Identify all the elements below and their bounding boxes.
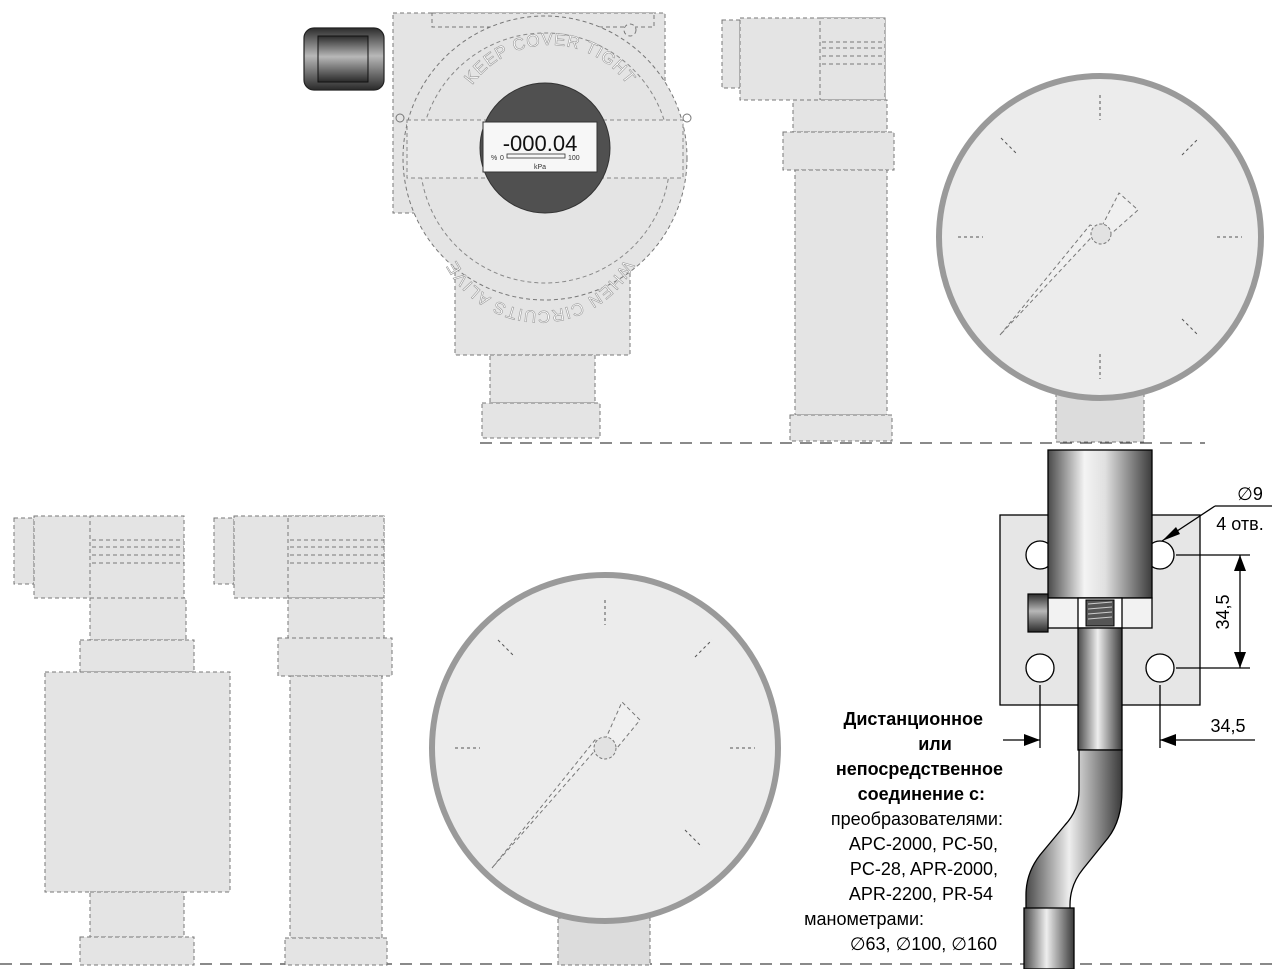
transmitter-bottom-2: [213, 515, 393, 966]
transmitter-bottom-1: [13, 515, 231, 966]
lcd-bar: [506, 153, 566, 159]
transmitter-side-view-top: [721, 17, 895, 442]
caption-bold-line: Дистанционное: [844, 709, 983, 729]
caption-line: манометрами:: [804, 909, 924, 929]
lcd-bar-min: 0: [500, 155, 504, 162]
caption-line: PC-28, APR-2000,: [850, 859, 998, 879]
pressure-gauge-top: [936, 73, 1264, 443]
mounting-hole-icon: [1145, 653, 1175, 683]
lcd-percent-sign: %: [491, 155, 497, 162]
hole-diameter-label: ∅9: [1237, 484, 1263, 504]
clamp-screw-icon: [1027, 593, 1049, 633]
vertical-spacing-label: 34,5: [1213, 594, 1233, 629]
caption-line: APR-2200, PR-54: [849, 884, 993, 904]
caption-line: ∅63, ∅100, ∅160: [850, 934, 997, 954]
explosion-proof-transmitter: -000.04 % 0 100 kPa KEEP COVER TIGHT WHE…: [303, 12, 692, 439]
lcd-unit: kPa: [534, 164, 546, 171]
caption-bold-line: непосредственное: [836, 759, 1003, 779]
adapter-body: [1047, 449, 1153, 599]
lcd-reading: -000.04: [503, 131, 578, 156]
caption-line: APC-2000, PC-50,: [849, 834, 998, 854]
hole-count-label: 4 отв.: [1216, 514, 1263, 534]
pressure-gauge-bottom: [429, 572, 781, 966]
mounting-hole-icon: [1025, 653, 1055, 683]
lcd-bar-max: 100: [568, 155, 580, 162]
dimension-annotations: ∅9 4 отв. 34,5 34,5: [1003, 484, 1272, 748]
caption-bold-line: соединение с:: [858, 784, 985, 804]
mounting-adapter: [999, 449, 1201, 969]
horizontal-spacing-label: 34,5: [1210, 716, 1245, 736]
caption-bold-line: или: [918, 734, 952, 754]
lcd-display: [482, 121, 598, 173]
connection-caption: Дистанционное или непосредственное соеди…: [804, 709, 1003, 954]
caption-line: преобразователями:: [831, 809, 1003, 829]
